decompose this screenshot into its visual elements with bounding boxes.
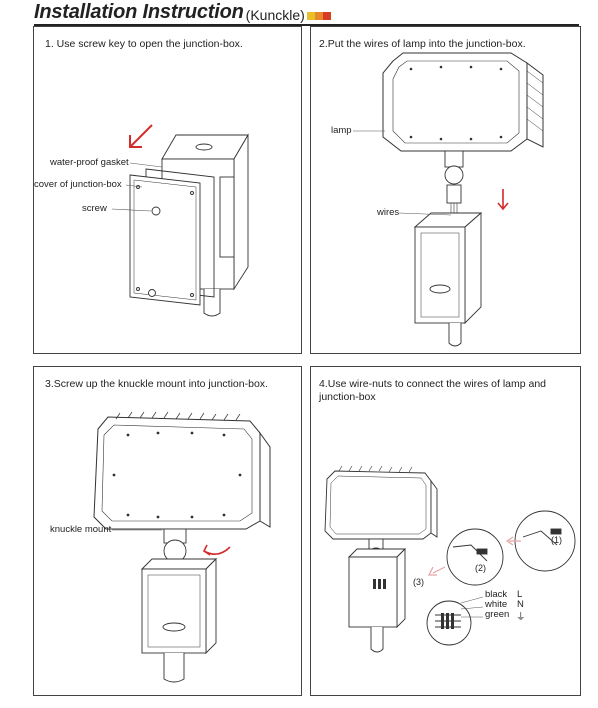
- label-wires: wires: [377, 207, 400, 218]
- page-header: Installation Instruction (Kunckle): [34, 1, 331, 24]
- step-2-text: 2.Put the wires of lamp into the junctio…: [319, 38, 526, 50]
- step-3-panel: 3.Screw up the knuckle mount into juncti…: [33, 366, 302, 696]
- page-subtitle: (Kunckle): [245, 7, 305, 23]
- label-L: L: [517, 589, 523, 600]
- label-knuckle-mount: knuckle mount: [50, 524, 112, 535]
- lamp-into-box-illustration: [353, 52, 544, 347]
- step-4-text: 4.Use wire-nuts to connect the wires of …: [319, 378, 546, 404]
- label-step-2: (2): [475, 563, 486, 573]
- step-3-text: 3.Screw up the knuckle mount into juncti…: [45, 378, 268, 390]
- wire-nut-connection-illustration: [324, 465, 576, 653]
- step-1-panel: 1. Use screw key to open the junction-bo…: [33, 26, 302, 354]
- label-cover-of-junction-box: cover of junction-box: [34, 179, 122, 190]
- knuckle-mount-illustration: [93, 411, 271, 683]
- page-title: Installation Instruction: [34, 1, 244, 23]
- step-2-panel: 2.Put the wires of lamp into the junctio…: [310, 26, 581, 354]
- label-black: black: [485, 589, 508, 600]
- swatch-red: [322, 12, 331, 20]
- label-white: white: [485, 599, 508, 610]
- ground-icon: ⏚: [516, 612, 526, 623]
- red-arrow-icon: [129, 124, 153, 148]
- label-green: green: [485, 609, 510, 620]
- swatch-yellow: [306, 12, 315, 20]
- label-step-1: (1): [551, 535, 562, 545]
- label-water-proof-gasket: water-proof gasket: [50, 157, 129, 168]
- color-swatches: [306, 12, 331, 20]
- step-4-text-line-1: 4.Use wire-nuts to connect the wires of …: [319, 378, 547, 390]
- process-arrows: [428, 536, 521, 576]
- step-1-text: 1. Use screw key to open the junction-bo…: [45, 38, 243, 50]
- label-step-3: (3): [413, 577, 424, 587]
- header-rule: [34, 24, 579, 26]
- swatch-orange: [314, 12, 323, 20]
- label-screw: screw: [82, 203, 107, 214]
- label-lamp: lamp: [331, 125, 352, 136]
- step-4-text-line-2: junction-box: [319, 391, 376, 403]
- label-N: N: [517, 599, 524, 610]
- step-4-panel: 4.Use wire-nuts to connect the wires of …: [310, 366, 581, 696]
- red-arrow-icon: [497, 189, 509, 211]
- junction-box-open-illustration: [111, 124, 249, 317]
- rotate-arrow-icon: [202, 544, 231, 556]
